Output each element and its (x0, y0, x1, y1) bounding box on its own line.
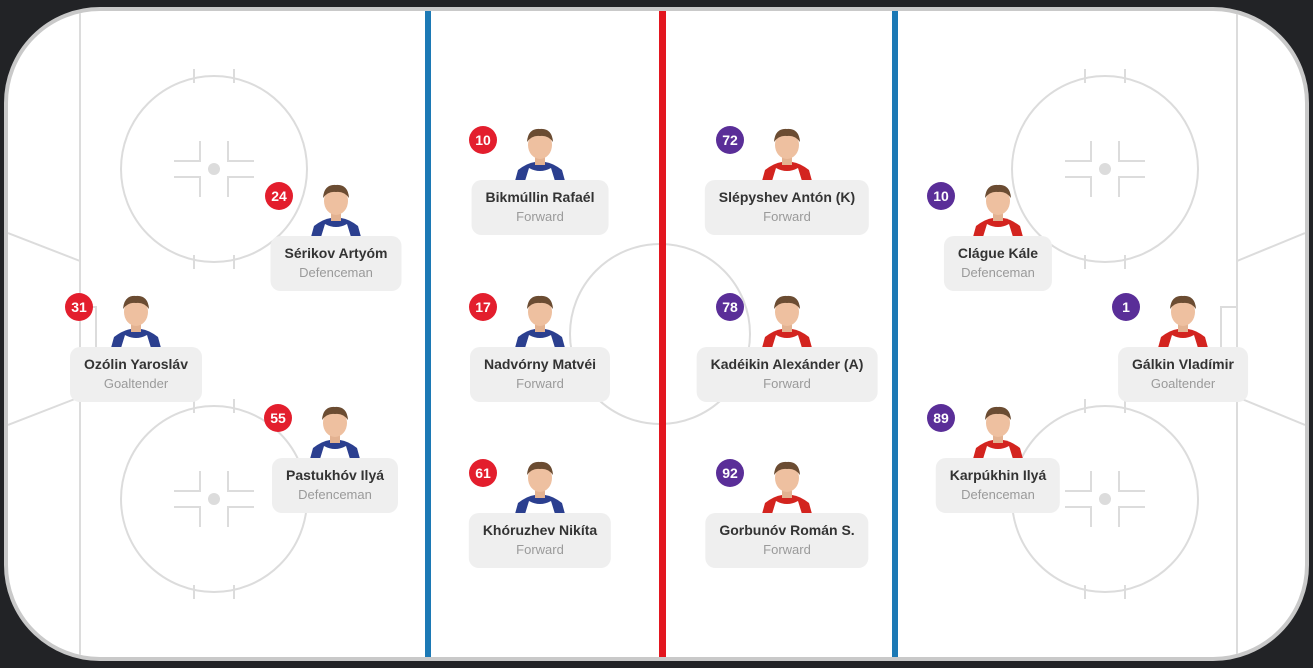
player-photo (515, 288, 565, 348)
player-photo (762, 288, 812, 348)
player-position: Defenceman (961, 487, 1035, 502)
jersey-number-badge: 55 (264, 404, 292, 432)
player-position: Forward (763, 542, 811, 557)
jersey-number-badge: 31 (65, 293, 93, 321)
player-position: Defenceman (299, 265, 373, 280)
player-name: Ozólin Yarosláv (83, 356, 189, 372)
jersey-number-badge: 61 (469, 459, 497, 487)
player-photo (973, 177, 1023, 237)
player-name: Karpúkhin Ilyá (949, 467, 1047, 483)
player-position: Goaltender (103, 376, 169, 391)
player-position: Forward (763, 209, 811, 224)
player-info-card: Gálkin Vladímir Goaltender (1118, 347, 1248, 402)
player-info-card: Pastukhóv Ilyá Defenceman (271, 458, 399, 513)
player-position: Forward (516, 209, 564, 224)
player-photo (762, 454, 812, 514)
player-photo (1158, 288, 1208, 348)
jersey-number-badge: 89 (927, 404, 955, 432)
player-photo (515, 454, 565, 514)
jersey-number-badge: 1 (1112, 293, 1140, 321)
player-info-card: Ozólin Yarosláv Goaltender (69, 347, 203, 402)
hockey-rink (4, 7, 1309, 661)
player-info-card: Slépyshev Antón (K) Forward (704, 180, 870, 235)
player-position: Defenceman (961, 265, 1035, 280)
jersey-number-badge: 92 (716, 459, 744, 487)
player-photo (973, 399, 1023, 459)
player-info-card: Khóruzhev Nikíta Forward (468, 513, 612, 568)
jersey-number-badge: 17 (469, 293, 497, 321)
player-position: Defenceman (298, 487, 372, 502)
player-name: Slépyshev Antón (K) (718, 189, 856, 205)
rink-markings (8, 11, 1305, 657)
player-photo (111, 288, 161, 348)
player-name: Bikmúllin Rafaél (485, 189, 595, 205)
player-name: Pastukhóv Ilyá (285, 467, 385, 483)
player-info-card: Sérikov Artyóm Defenceman (270, 236, 402, 291)
player-name: Gorbunóv Román S. (719, 522, 855, 538)
player-name: Sérikov Artyóm (284, 245, 388, 261)
player-name: Kadéikin Alexánder (A) (710, 356, 864, 372)
player-name: Clágue Kále (957, 245, 1039, 261)
player-photo (310, 399, 360, 459)
player-position: Forward (516, 542, 564, 557)
jersey-number-badge: 78 (716, 293, 744, 321)
jersey-number-badge: 10 (927, 182, 955, 210)
player-info-card: Bikmúllin Rafaél Forward (471, 180, 609, 235)
player-name: Gálkin Vladímir (1132, 356, 1234, 372)
player-position: Forward (763, 376, 811, 391)
jersey-number-badge: 10 (469, 126, 497, 154)
player-info-card: Kadéikin Alexánder (A) Forward (696, 347, 878, 402)
jersey-number-badge: 72 (716, 126, 744, 154)
player-info-card: Karpúkhin Ilyá Defenceman (935, 458, 1061, 513)
player-position: Forward (516, 376, 564, 391)
player-photo (515, 121, 565, 181)
player-position: Goaltender (1150, 376, 1216, 391)
player-info-card: Gorbunóv Román S. Forward (705, 513, 869, 568)
player-info-card: Clágue Kále Defenceman (943, 236, 1053, 291)
player-photo (762, 121, 812, 181)
player-name: Khóruzhev Nikíta (482, 522, 598, 538)
player-name: Nadvórny Matvéi (483, 356, 597, 372)
player-info-card: Nadvórny Matvéi Forward (469, 347, 611, 402)
jersey-number-badge: 24 (265, 182, 293, 210)
player-photo (311, 177, 361, 237)
